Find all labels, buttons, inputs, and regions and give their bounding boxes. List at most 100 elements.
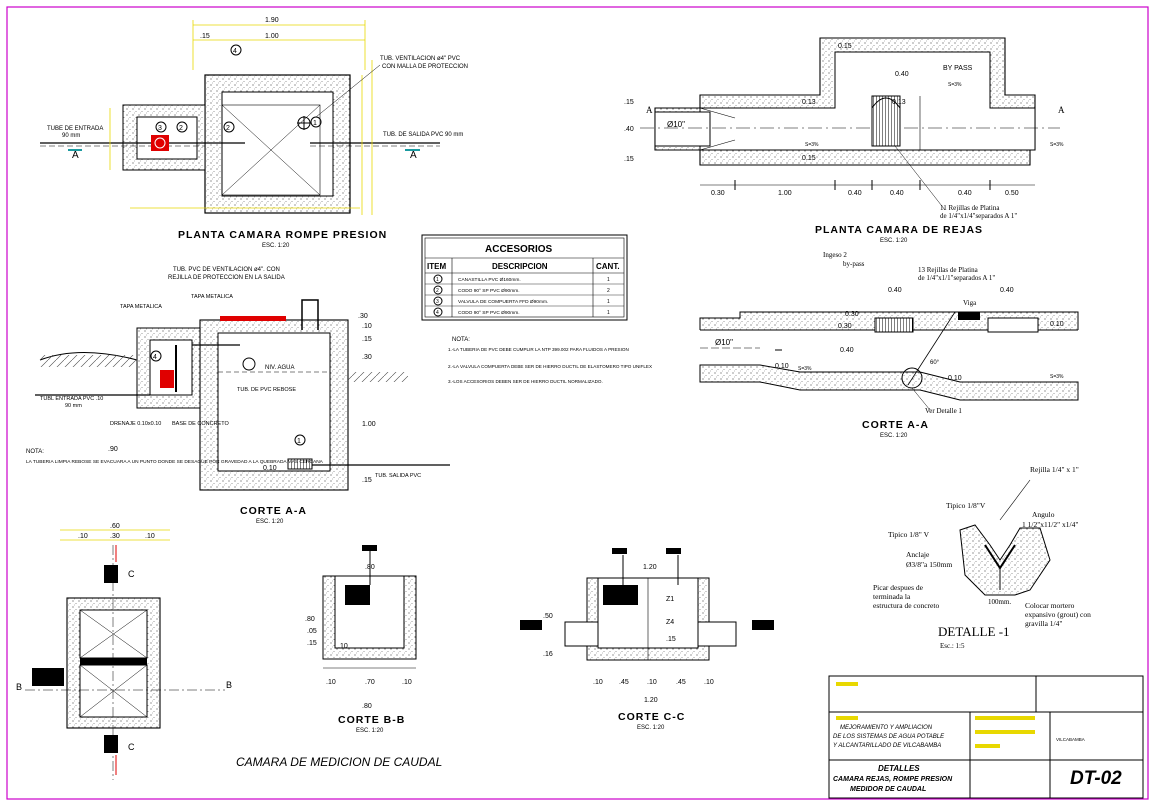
valve-red-section — [160, 370, 174, 388]
svg-text:gravilla 1/4": gravilla 1/4" — [1025, 619, 1062, 628]
svg-text:Viga: Viga — [963, 299, 977, 307]
svg-text:.30: .30 — [110, 533, 120, 540]
svg-text:ESC. 1:20: ESC. 1:20 — [356, 728, 384, 734]
medicion-title: CAMARA DE MEDICION DE CAUDAL — [236, 755, 442, 769]
svg-text:de 1/4"x1/4"separados A 1": de 1/4"x1/4"separados A 1" — [940, 212, 1017, 220]
svg-text:Z4: Z4 — [666, 619, 674, 626]
svg-text:1.00: 1.00 — [778, 190, 792, 197]
svg-text:.30: .30 — [358, 313, 368, 320]
aa-left-nivel: NIV. AGUA — [265, 365, 294, 371]
svg-text:DE LOS SISTEMAS DE AGUA POTABL: DE LOS SISTEMAS DE AGUA POTABLE — [833, 734, 945, 740]
acc-item-cant: 1 — [607, 310, 610, 316]
rejas-rejillas-note: 11 Rejillas de Platina — [940, 204, 1000, 212]
svg-text:0.40: 0.40 — [1000, 287, 1014, 294]
svg-text:CON MALLA DE PROTECCION: CON MALLA DE PROTECCION — [382, 64, 468, 70]
corte-cc: 1.20 .50 .16 .10 .45 .10 .45 .10 1.20 Z1… — [520, 548, 774, 731]
svg-text:NOTA:: NOTA: — [26, 449, 44, 455]
svg-text:Angulo: Angulo — [1032, 510, 1055, 519]
svg-text:100mm.: 100mm. — [988, 598, 1011, 606]
svg-text:ITEM: ITEM — [427, 262, 446, 271]
svg-text:0.10: 0.10 — [948, 375, 962, 382]
svg-text:TAPA METALICA: TAPA METALICA — [120, 304, 162, 310]
plan-rompe-presion: 4 1 2 2 3 1.90 .15 1.00 TUB. VENTILACION… — [40, 17, 468, 249]
rp-section-mark-right: A — [410, 150, 417, 161]
svg-text:S=3%: S=3% — [1050, 374, 1064, 380]
bb-title: CORTE B-B — [338, 714, 405, 726]
svg-text:Anclaje: Anclaje — [906, 550, 930, 559]
svg-text:.10: .10 — [647, 679, 657, 686]
svg-text:.80: .80 — [305, 616, 315, 623]
svg-text:.15: .15 — [200, 33, 210, 40]
svg-text:.45: .45 — [619, 679, 629, 686]
acc-item-bubble — [433, 296, 443, 306]
svg-text:0.10: 0.10 — [1050, 321, 1064, 328]
svg-text:Tipico 1/8"V: Tipico 1/8"V — [946, 501, 986, 510]
svg-text:.15: .15 — [624, 99, 634, 106]
svg-text:.30: .30 — [362, 354, 372, 361]
svg-text:S=3%: S=3% — [948, 82, 962, 88]
aa-left-nota: LA TUBERIA LIMPIA REBOSE SE EVACUARA A U… — [26, 459, 324, 465]
sheet-frame — [6, 6, 1149, 800]
aa-left-title: CORTE A-A — [240, 505, 307, 517]
svg-text:ESC. 1:20: ESC. 1:20 — [880, 433, 908, 439]
rp-title: PLANTA CAMARA ROMPE PRESION — [178, 229, 387, 241]
svg-text:A: A — [1058, 105, 1065, 115]
svg-text:B: B — [226, 680, 232, 690]
svg-text:1 1/2"x11/2" x1/4": 1 1/2"x11/2" x1/4" — [1022, 520, 1078, 529]
svg-text:DESCRIPCION: DESCRIPCION — [492, 262, 548, 271]
svg-text:0.10: 0.10 — [263, 465, 277, 472]
svg-text:TAPA METALICA: TAPA METALICA — [191, 294, 233, 300]
svg-text:.10: .10 — [704, 679, 714, 686]
svg-text:2: 2 — [226, 125, 230, 132]
svg-text:.90: .90 — [108, 446, 118, 453]
acc-item-cant: 1 — [607, 299, 610, 305]
svg-text:Z1: Z1 — [666, 596, 674, 603]
rejas-pipe-dia: Ø10" — [667, 120, 685, 129]
svg-text:Ø10": Ø10" — [715, 338, 733, 347]
corte-aa-right: Ingeso 2 by-pass 13 Rejillas de Platina … — [699, 251, 1079, 439]
svg-text:.80: .80 — [362, 703, 372, 710]
svg-text:0.15: 0.15 — [838, 43, 852, 50]
svg-text:.15: .15 — [624, 156, 634, 163]
svg-text:S=3%: S=3% — [1050, 142, 1064, 148]
svg-text:.80: .80 — [365, 564, 375, 571]
nota-3: 3.-LOS ACCESORIOS DEBEN SER DE HIERRO DU… — [448, 379, 603, 384]
acc-item-desc: CODO 90° SP PVC Ø90mm. — [458, 288, 520, 294]
svg-text:.10: .10 — [326, 679, 336, 686]
rp-valve-red — [151, 135, 169, 151]
svg-text:.70: .70 — [365, 679, 375, 686]
svg-text:4: 4 — [233, 48, 237, 55]
svg-text:VILCABAMBA: VILCABAMBA — [1056, 737, 1085, 742]
svg-text:0.13: 0.13 — [892, 99, 906, 106]
svg-text:C: C — [128, 742, 135, 752]
detalle-title: DETALLE -1 — [938, 624, 1010, 639]
acc-item-desc: VALVULA DE COMPUERTA FFD Ø90mm. — [458, 299, 548, 305]
svg-text:Tipico 1/8" V: Tipico 1/8" V — [888, 530, 930, 539]
svg-text:ESC. 1:20: ESC. 1:20 — [637, 725, 665, 731]
svg-text:.15: .15 — [362, 336, 372, 343]
svg-text:1.00: 1.00 — [265, 33, 279, 40]
svg-text:Y ALCANTARILLADO DE VILCABAMBA: Y ALCANTARILLADO DE VILCABAMBA — [833, 743, 941, 749]
svg-text:.50: .50 — [543, 613, 553, 620]
svg-text:ESC. 1:20: ESC. 1:20 — [256, 519, 284, 525]
svg-text:0.30: 0.30 — [838, 323, 852, 330]
svg-text:90 mm: 90 mm — [62, 133, 80, 139]
rp-scale: ESC. 1:20 — [262, 243, 290, 249]
aa-right-ingreso: Ingeso 2 — [823, 251, 847, 259]
rejas-title: PLANTA CAMARA DE REJAS — [815, 224, 983, 236]
rp-section-mark-left: A — [72, 150, 79, 161]
svg-text:.10: .10 — [145, 533, 155, 540]
svg-text:3: 3 — [158, 125, 162, 132]
svg-text:CANT.: CANT. — [596, 262, 620, 271]
svg-text:by-pass: by-pass — [843, 260, 865, 268]
rp-outlet-label: TUB. DE SALIDA PVC 90 mm — [383, 132, 463, 138]
svg-text:.45: .45 — [676, 679, 686, 686]
svg-text:expansivo (grout) con: expansivo (grout) con — [1025, 610, 1091, 619]
acc-item-num: 4 — [436, 310, 439, 316]
tb-sheet-code: DT-02 — [1070, 768, 1122, 789]
acc-item-num: 2 — [436, 288, 439, 294]
svg-text:0.40: 0.40 — [848, 190, 862, 197]
svg-text:.10: .10 — [593, 679, 603, 686]
svg-text:TUB. DE PVC REBOSE: TUB. DE PVC REBOSE — [237, 387, 296, 393]
